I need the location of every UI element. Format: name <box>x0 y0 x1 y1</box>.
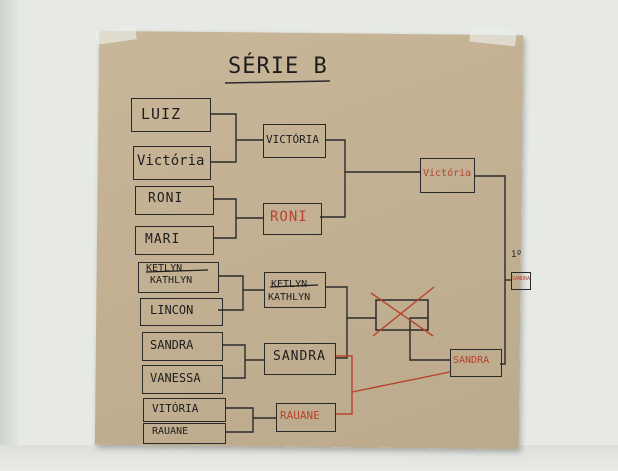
round1-box-10 <box>143 423 226 444</box>
round1-box-9 <box>143 398 226 422</box>
round1-name-1: LUIZ <box>141 105 182 123</box>
round1-box-8 <box>142 365 223 394</box>
semifinal-box-2 <box>450 349 502 377</box>
round1-name-5-crossed: KETLYN <box>146 263 183 274</box>
round1-name-8: VANESSA <box>150 371 201 385</box>
semifinal-name-1: Victória <box>423 168 472 179</box>
round1-name-3: RONI <box>148 191 184 206</box>
final-winner: SANDRA <box>512 276 531 282</box>
bracket-title: SÉRIE B <box>228 54 328 79</box>
semifinal-name-2: SANDRA <box>453 355 490 366</box>
round1-name-5: KATHLYN <box>150 275 193 286</box>
round2-name-2: RONI <box>270 209 308 225</box>
round1-box-1 <box>131 98 211 132</box>
final-box <box>511 272 531 290</box>
round2-box-4 <box>264 343 336 375</box>
round2-name-5: RAUANE <box>280 409 320 422</box>
round2-box-3 <box>264 272 326 308</box>
round1-name-10: RAUANE <box>152 426 189 437</box>
round1-name-2: Victória <box>137 153 205 169</box>
round2-box-1 <box>263 124 326 158</box>
round1-box-6 <box>140 298 223 326</box>
round1-name-9: VITÓRIA <box>152 402 199 415</box>
wall-left-edge <box>0 0 18 471</box>
round2-name-3: KATHLYN <box>268 292 311 303</box>
round2-name-3-crossed: KETLYN <box>271 279 308 290</box>
wall-bottom-edge <box>0 445 618 471</box>
round1-name-7: SANDRA <box>150 338 194 352</box>
round2-name-1: VICTÓRIA <box>266 133 319 146</box>
round1-box-4 <box>135 226 214 255</box>
round1-box-3 <box>135 186 214 215</box>
round1-box-7 <box>142 332 223 361</box>
round2-box-5 <box>276 403 336 432</box>
round1-name-4: MARI <box>145 232 181 247</box>
round1-box-5 <box>138 262 219 293</box>
round1-box-2 <box>133 146 211 180</box>
round1-name-6: LINCON <box>150 303 194 317</box>
round2-name-4: SANDRA <box>273 349 326 364</box>
semifinal-box-1 <box>420 158 475 193</box>
round2-box-2 <box>263 203 322 235</box>
final-place-label: 1º <box>511 250 522 260</box>
